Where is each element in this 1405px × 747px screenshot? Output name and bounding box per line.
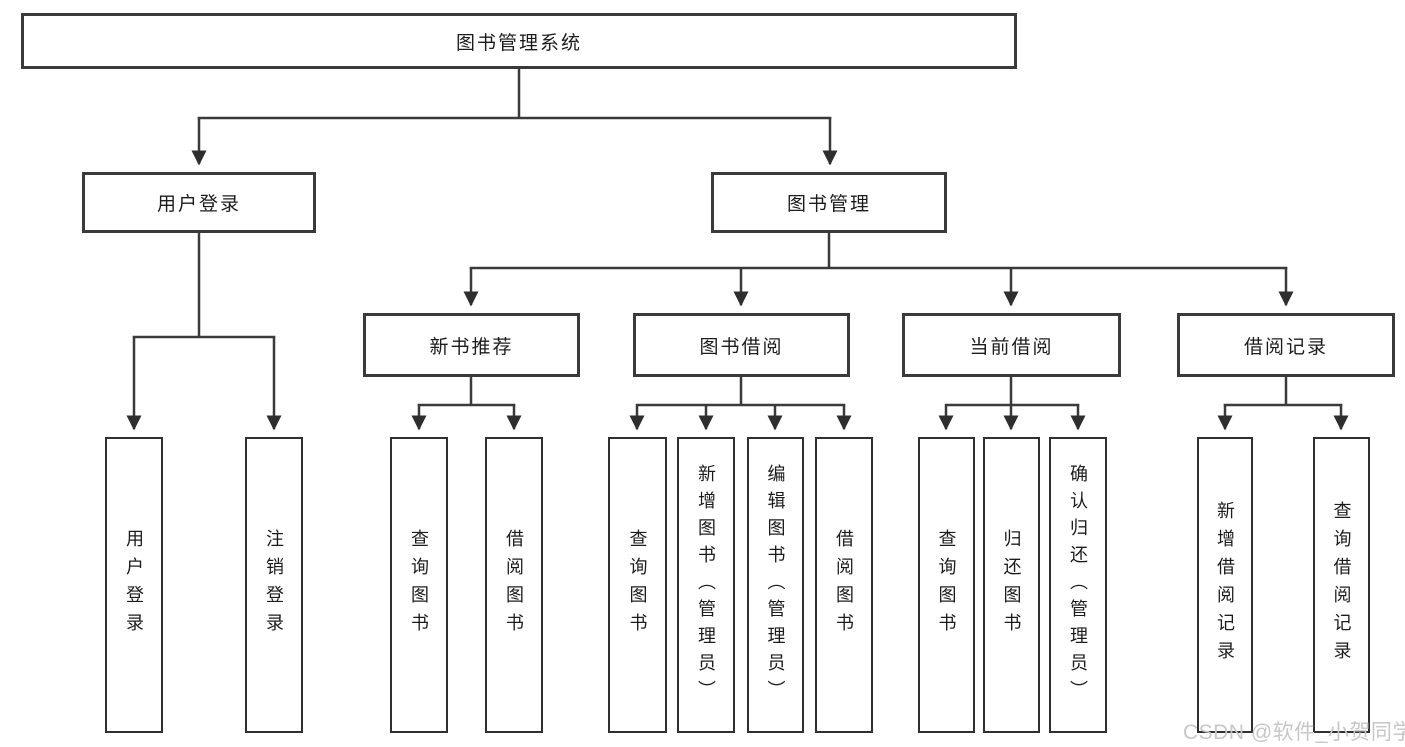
leaf-return-book: 归还图书 bbox=[983, 437, 1040, 733]
leaf-label: 归还图书 bbox=[1001, 529, 1022, 641]
node-label: 图书管理系统 bbox=[455, 32, 582, 54]
leaf-borrow-book-recommend: 借阅图书 bbox=[485, 437, 543, 733]
leaf-label: 查询图书 bbox=[627, 529, 648, 641]
node-label: 用户登录 bbox=[156, 194, 241, 215]
leaf-edit-book-admin: 编辑图书（管理员） bbox=[747, 437, 804, 733]
node-borrow-record: 借阅记录 bbox=[1177, 313, 1395, 377]
node-label: 借阅记录 bbox=[1243, 336, 1328, 358]
node-current-borrow: 当前借阅 bbox=[902, 313, 1121, 377]
leaf-label: 借阅图书 bbox=[834, 529, 854, 641]
leaf-add-book-admin: 新增图书（管理员） bbox=[677, 437, 735, 733]
leaf-add-borrow-record: 新增借阅记录 bbox=[1197, 437, 1253, 733]
node-label: 当前借阅 bbox=[969, 336, 1054, 358]
leaf-query-book-recommend: 查询图书 bbox=[390, 437, 448, 733]
leaf-label: 查询图书 bbox=[936, 529, 957, 641]
leaf-label: 新增借阅记录 bbox=[1215, 501, 1235, 669]
leaf-label: 查询图书 bbox=[409, 529, 429, 641]
leaf-label: 借阅图书 bbox=[504, 529, 524, 641]
leaf-label: 查询借阅记录 bbox=[1331, 501, 1352, 669]
leaf-query-borrow-record: 查询借阅记录 bbox=[1313, 437, 1370, 733]
leaf-borrow-book: 借阅图书 bbox=[815, 437, 873, 733]
node-label: 图书管理 bbox=[786, 194, 871, 215]
node-book-borrow: 图书借阅 bbox=[633, 313, 850, 377]
leaf-label: 新增图书（管理员） bbox=[696, 463, 716, 707]
leaf-label: 确认归还（管理员） bbox=[1068, 463, 1088, 707]
leaf-logout: 注销登录 bbox=[245, 437, 303, 733]
node-label: 图书借阅 bbox=[699, 336, 784, 358]
leaf-label: 用户登录 bbox=[124, 529, 144, 641]
leaf-confirm-return-admin: 确认归还（管理员） bbox=[1049, 437, 1107, 733]
node-new-book-recommend: 新书推荐 bbox=[363, 313, 580, 377]
node-user-login: 用户登录 bbox=[82, 172, 316, 233]
leaf-user-login: 用户登录 bbox=[105, 437, 163, 733]
leaf-label: 注销登录 bbox=[264, 529, 284, 641]
leaf-query-book-current: 查询图书 bbox=[918, 437, 975, 733]
node-book-management: 图书管理 bbox=[711, 172, 947, 233]
node-library-management-system: 图书管理系统 bbox=[21, 13, 1017, 69]
leaf-query-book-borrow: 查询图书 bbox=[608, 437, 667, 733]
csdn-watermark: CSDN @软件_小贺同学 bbox=[1183, 721, 1405, 744]
leaf-label: 编辑图书（管理员） bbox=[765, 463, 786, 707]
node-label: 新书推荐 bbox=[429, 336, 514, 358]
